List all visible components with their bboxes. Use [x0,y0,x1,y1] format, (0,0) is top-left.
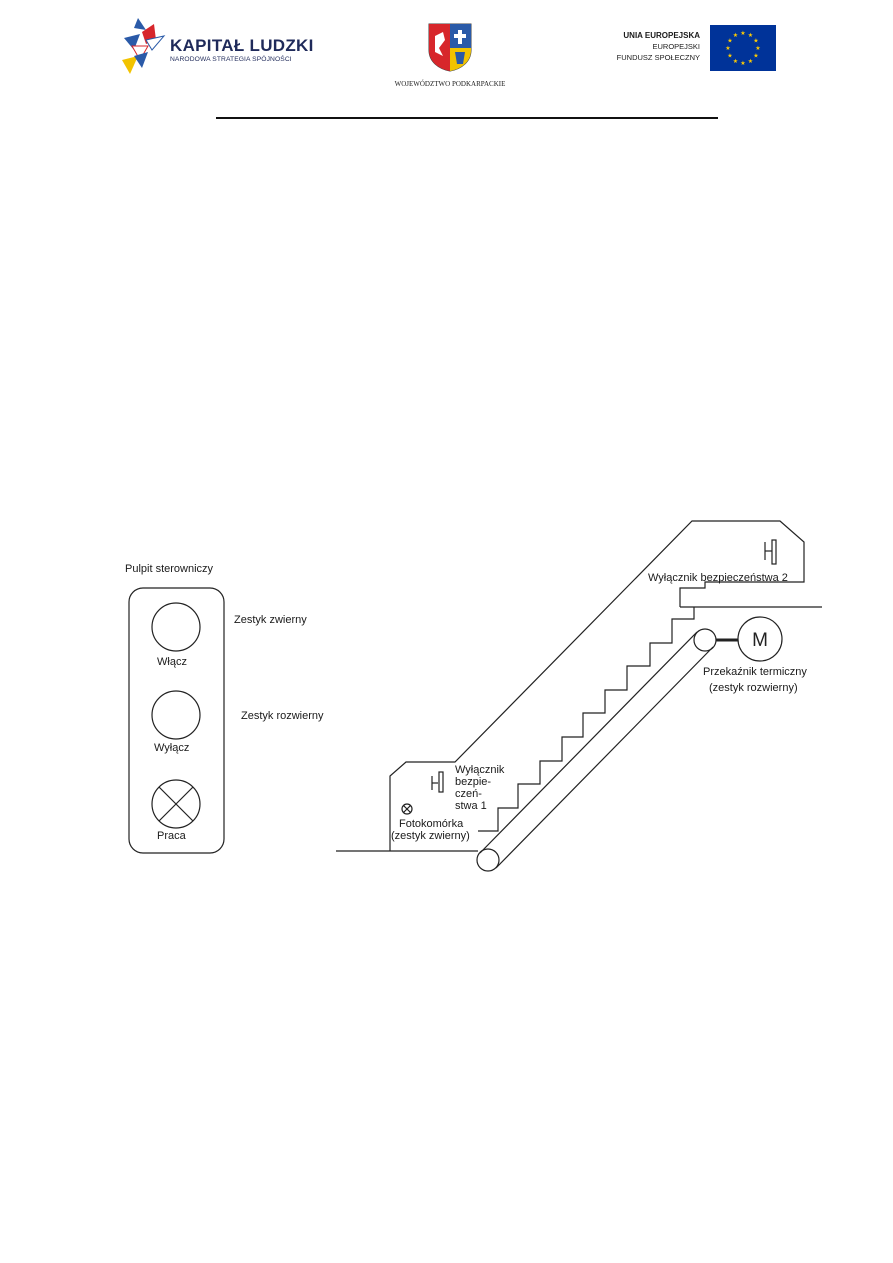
podkarpackie-logo: WOJEWÓDZTWO PODKARPACKIE [380,22,520,92]
svg-text:★: ★ [753,53,758,60]
svg-text:★: ★ [753,38,758,45]
safety-switch-1-line-4: stwa 1 [455,800,487,812]
region-name: WOJEWÓDZTWO PODKARPACKIE [394,80,506,88]
svg-text:★: ★ [733,32,738,39]
photocell-symbol [401,803,413,815]
motor-circle [737,616,783,662]
eu-line-3: FUNDUSZ SPOŁECZNY [616,53,700,62]
thermal-relay-label: Przekaźnik termiczny [703,666,807,678]
kapital-ludzki-title: KAPITAŁ LUDZKI [170,36,314,55]
handrail-bottom [495,646,714,869]
lamp-circle [151,779,201,829]
handrail-lower-end [476,848,500,872]
eu-line-2: EUROPEJSKI [652,42,700,51]
thermal-relay-note: (zestyk rozwierny) [709,682,798,694]
button-off-circle [151,690,201,740]
escalator-drawing: M [128,520,822,872]
svg-text:★: ★ [740,30,745,37]
header-divider [216,117,718,119]
svg-text:★: ★ [727,38,732,45]
safety-switch-1-line-1: Wyłącznik [455,764,505,776]
contact-no-label: Zestyk zwierny [234,614,307,626]
safety-switch-2-label: Wyłącznik bezpieczeństwa 2 [648,572,788,584]
safety-switch-1-line-2: bezpie- [455,776,492,788]
motor-label: M [752,630,768,651]
button-off-label: Wyłącz [154,742,190,754]
safety-switch-2-symbol [771,539,777,565]
svg-text:★: ★ [733,58,738,65]
photocell-label: Fotokomórka [399,818,464,830]
eu-title: UNIA EUROPEJSKA [623,31,700,40]
kapital-ludzki-subtitle: NARODOWA STRATEGIA SPÓJNOŚCI [170,56,292,63]
svg-text:★: ★ [725,45,730,52]
button-on-circle [151,602,201,652]
contact-nc-label: Zestyk rozwierny [241,710,324,722]
eu-logo: UNIA EUROPEJSKA EUROPEJSKI FUNDUSZ SPOŁE… [600,25,780,73]
kapital-ludzki-logo: KAPITAŁ LUDZKI NARODOWA STRATEGIA SPÓJNO… [120,16,320,78]
svg-text:★: ★ [740,60,745,67]
handrail-upper-pulley [693,628,717,652]
handrail-top [479,631,698,854]
kapital-ludzki-emblem-icon [122,18,166,74]
button-on-label: Włącz [157,656,187,668]
svg-text:★: ★ [748,32,753,39]
svg-text:★: ★ [727,53,732,60]
control-panel-frame [128,587,225,854]
svg-text:★: ★ [748,58,753,65]
safety-switch-1-symbol [438,771,444,793]
escalator-steps [478,607,695,832]
lamp-label: Praca [157,830,186,842]
housing-outline [389,520,805,851]
escalator-control-diagram: M Pulpit sterowniczy Zestyk zwierny Zest… [0,500,893,900]
svg-text:★: ★ [755,45,760,52]
panel-title: Pulpit sterowniczy [125,563,214,575]
photocell-note: (zestyk zwierny) [391,830,470,842]
safety-switch-1-line-3: czeń- [455,788,482,800]
lamp-cross-2 [158,786,194,822]
eu-flag-icon: ★★★ ★★★ ★★★ ★★★ [710,25,776,71]
coat-of-arms-icon [428,23,472,72]
